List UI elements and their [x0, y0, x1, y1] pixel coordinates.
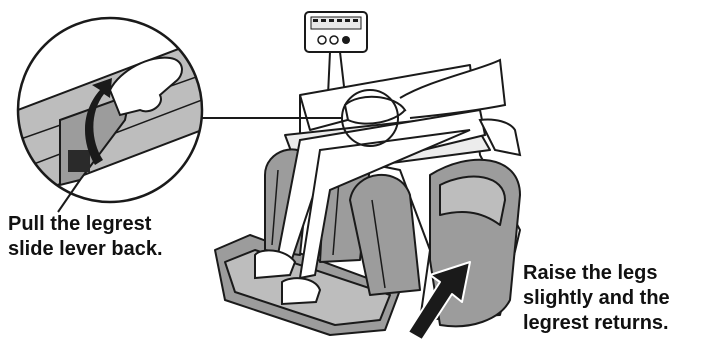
caption-left-line-1: Pull the legrest: [8, 212, 163, 237]
caption-right-line-3: legrest returns.: [523, 311, 670, 336]
caption-pull-lever: Pull the legrest slide lever back.: [8, 212, 163, 262]
remote-controller: [305, 12, 367, 95]
caption-raise-legs: Raise the legs slightly and the legrest …: [523, 261, 670, 336]
caption-right-line-2: slightly and the: [523, 286, 670, 311]
magnified-lever-callout: [18, 18, 202, 202]
caption-right-line-1: Raise the legs: [523, 261, 670, 286]
caption-left-line-2: slide lever back.: [8, 237, 163, 262]
